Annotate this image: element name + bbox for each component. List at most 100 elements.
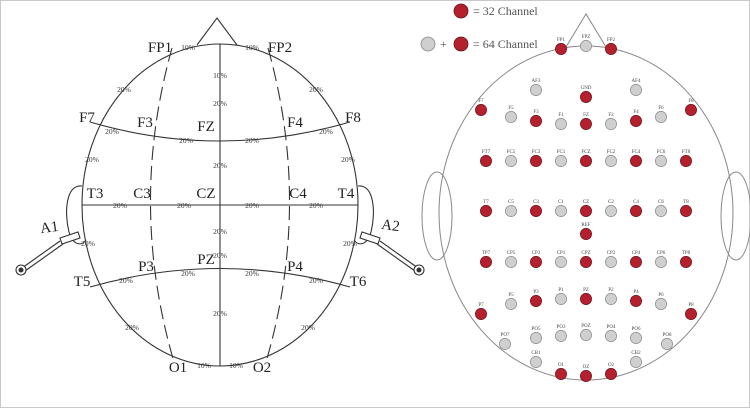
- electrode-label-af4: AF4: [632, 79, 641, 84]
- electrode-dot-poz: [580, 329, 592, 341]
- left-frontal-arc: [89, 121, 351, 142]
- electrode-o2: O2: [605, 363, 617, 380]
- percent-label: 20%: [81, 239, 95, 248]
- electrode-label-cp2: CP2: [607, 251, 616, 256]
- electrode-f4: F4: [630, 110, 642, 127]
- electrode-po6: PO6: [630, 327, 642, 344]
- right-ear-right: [720, 171, 750, 261]
- electrode-af3: AF3: [530, 79, 542, 96]
- legend-gray-dot: [420, 36, 436, 52]
- electrode-c2: C2: [605, 200, 617, 217]
- electrode-label-f4: F4: [633, 110, 639, 115]
- electrode-pz: PZ: [580, 288, 592, 305]
- electrode-label-o1: O1: [558, 363, 565, 368]
- electrode-label-tp8: TP8: [682, 251, 691, 256]
- electrode-f2: F2: [605, 113, 617, 130]
- electrode-f8: F8: [685, 99, 697, 116]
- electrode-dot-fc4: [630, 155, 642, 167]
- electrode-po5: PO5: [530, 327, 542, 344]
- electrode-fc5: FC5: [505, 150, 517, 167]
- electrode-fc3: FC3: [530, 150, 542, 167]
- electrode-label-c2: C2: [608, 200, 614, 205]
- electrode-fp2: FP2: [605, 38, 617, 55]
- percent-label: 20%: [213, 227, 227, 236]
- electrode-c6: C6: [655, 200, 667, 217]
- electrode-label-fp1: FP1: [148, 40, 172, 56]
- electrode-dot-t8: [680, 205, 692, 217]
- electrode-dot-f7: [475, 104, 487, 116]
- electrode-dot-t7: [480, 205, 492, 217]
- electrode-fc4: FC4: [630, 150, 642, 167]
- electrode-dot-f5: [505, 111, 517, 123]
- electrode-label-fc5: FC5: [507, 150, 516, 155]
- electrode-label-f4: F4: [287, 115, 303, 131]
- electrode-fpz: FPZ: [580, 35, 592, 52]
- percent-label: 10%: [245, 43, 259, 52]
- electrode-label-tp7: TP7: [482, 251, 491, 256]
- right-ear-left: [421, 171, 453, 261]
- electrode-label-t8: T8: [683, 200, 689, 205]
- electrode-dot-po8: [661, 338, 673, 350]
- electrode-label-p1: P1: [558, 288, 564, 293]
- electrode-label-po6: PO6: [632, 327, 641, 332]
- percent-label: 20%: [245, 269, 259, 278]
- electrode-po4: PO4: [605, 325, 617, 342]
- electrode-fz: FZ: [580, 113, 592, 130]
- electrode-dot-cp6: [655, 256, 667, 268]
- electrode-dot-fc5: [505, 155, 517, 167]
- electrode-dot-fc2: [605, 155, 617, 167]
- electrode-label-p3: P3: [533, 290, 539, 295]
- electrode-dot-c4: [630, 205, 642, 217]
- electrode-label-pz: PZ: [197, 252, 215, 268]
- electrode-label-o1: O1: [169, 360, 187, 376]
- electrode-dot-c6: [655, 205, 667, 217]
- electrode-cb1: CB1: [530, 351, 542, 368]
- channel-legend: = 32 Channel + = 64 Channel: [420, 3, 538, 52]
- right-nose: [565, 13, 607, 48]
- electrode-dot-fz: [580, 118, 592, 130]
- percent-label: 20%: [301, 323, 315, 332]
- left-10-20-diagram: [15, 17, 425, 367]
- electrode-fp1: FP1: [555, 38, 567, 55]
- percent-label: 20%: [119, 276, 133, 285]
- electrode-label-cz: CZ: [196, 186, 215, 202]
- electrode-dot-po4: [605, 330, 617, 342]
- electrode-po8: PO8: [661, 333, 673, 350]
- percent-label: 10%: [213, 71, 227, 80]
- electrode-label-fp2: FP2: [268, 40, 292, 56]
- electrode-dot-po5: [530, 332, 542, 344]
- electrode-c1: C1: [555, 200, 567, 217]
- electrode-label-c5: C5: [508, 200, 514, 205]
- electrode-label-a2: A2: [380, 217, 400, 235]
- electrode-label-pz: PZ: [583, 288, 589, 293]
- electrode-fcz: FCZ: [580, 150, 592, 167]
- electrode-label-c3: C3: [533, 200, 539, 205]
- percent-label: 10%: [181, 43, 195, 52]
- electrode-label-o2: O2: [253, 360, 271, 376]
- percent-label: 20%: [213, 99, 227, 108]
- electrode-dot-cpz: [580, 256, 592, 268]
- electrode-fc2: FC2: [605, 150, 617, 167]
- electrode-label-oz: OZ: [583, 365, 590, 370]
- electrode-cp4: CP4: [630, 251, 642, 268]
- legend-32-channel: = 32 Channel: [473, 4, 538, 18]
- percent-label: 10%: [229, 361, 243, 370]
- electrode-f3: F3: [530, 110, 542, 127]
- electrode-dot-af3: [530, 84, 542, 96]
- electrode-dot-fc1: [555, 155, 567, 167]
- electrode-label-p4: P4: [287, 259, 303, 275]
- electrode-cp2: CP2: [605, 251, 617, 268]
- electrode-dot-f2: [605, 118, 617, 130]
- percent-label: 20%: [309, 276, 323, 285]
- electrode-label-o2: O2: [608, 363, 615, 368]
- electrode-dot-c5: [505, 205, 517, 217]
- electrode-label-fp2: FP2: [607, 38, 616, 43]
- electrode-dot-c2: [605, 205, 617, 217]
- electrode-label-a1: A1: [39, 219, 59, 237]
- electrode-dot-f1: [555, 118, 567, 130]
- electrode-label-f8: F8: [688, 99, 694, 104]
- left-nose: [196, 17, 238, 46]
- electrode-label-f8: F8: [345, 110, 361, 126]
- percent-label: 20%: [113, 201, 127, 210]
